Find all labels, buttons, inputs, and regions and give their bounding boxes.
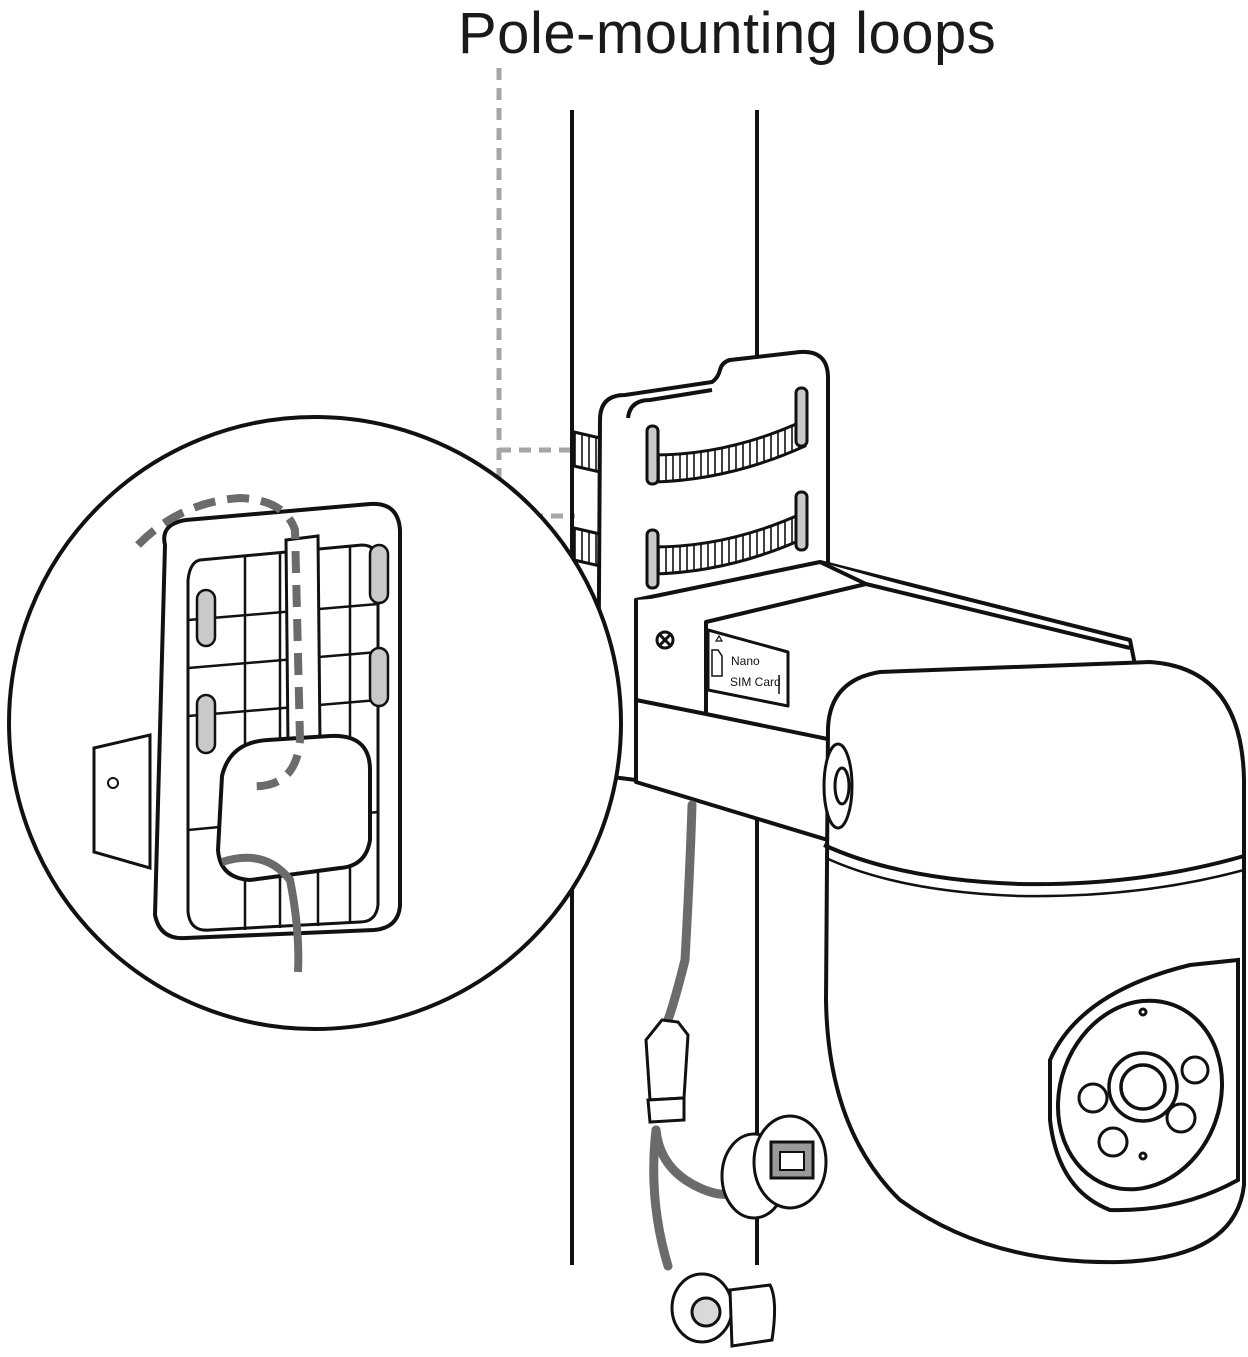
sim-card-slot-cover: Nano SIM Card <box>706 628 790 708</box>
tilt-knob <box>822 742 854 830</box>
mounting-strap-upper <box>645 386 809 486</box>
camera-lens <box>1107 1051 1179 1123</box>
cable-connector <box>644 1018 690 1124</box>
inset-detail-circle <box>7 415 623 1031</box>
sim-label-line1: Nano <box>731 654 760 668</box>
ir-led-icons <box>1077 1007 1210 1161</box>
screw-icon <box>655 630 675 650</box>
callout-title: Pole-mounting loops <box>458 1 997 66</box>
ethernet-port-icon <box>720 1114 828 1220</box>
mounting-strap-lower <box>645 490 809 590</box>
pole-loop-side <box>572 430 602 568</box>
power-connector-icon <box>670 1272 777 1348</box>
camera-cable <box>649 800 735 1271</box>
sim-label-line2: SIM Card <box>730 675 781 689</box>
callout-leader-line <box>496 68 575 519</box>
